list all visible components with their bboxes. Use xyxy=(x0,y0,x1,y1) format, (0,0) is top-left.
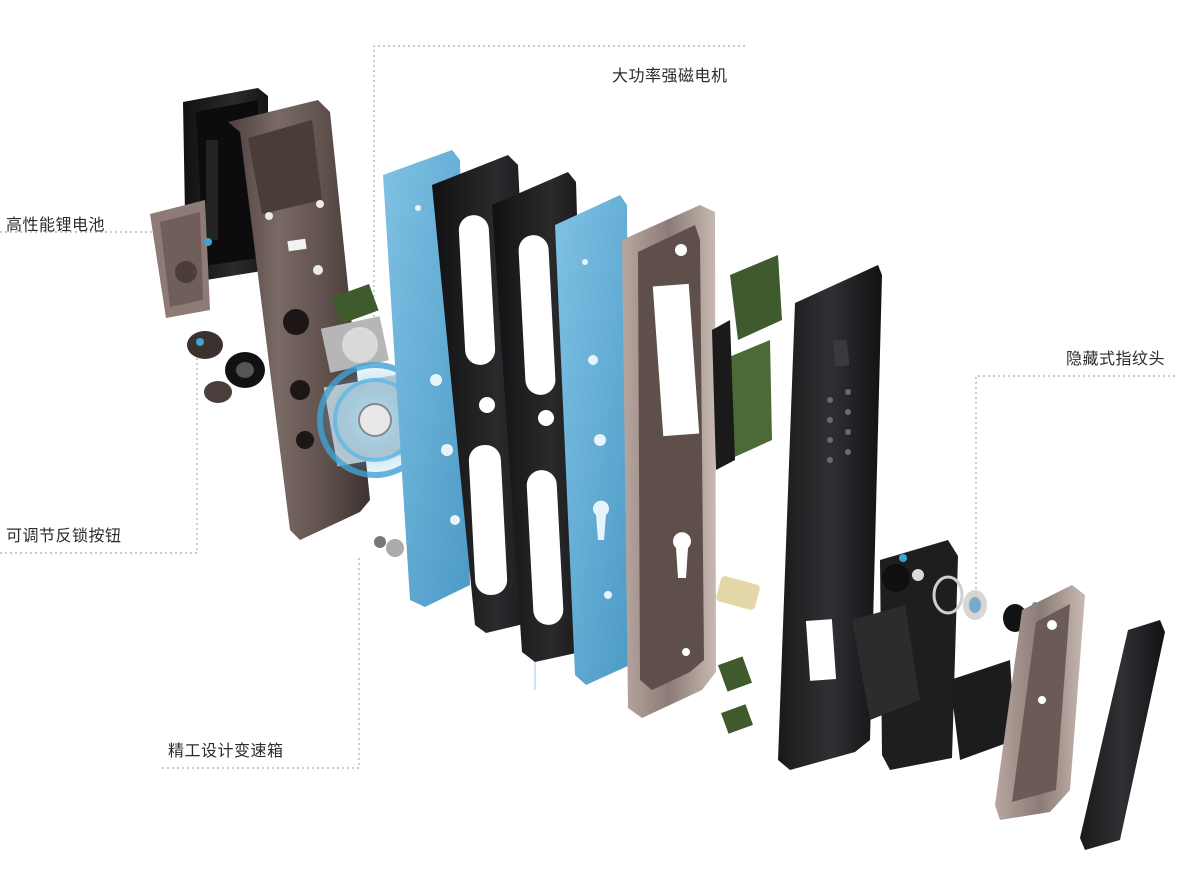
label-motor: 大功率强磁电机 xyxy=(612,66,728,85)
rear-bracket xyxy=(150,200,210,318)
fingerprint-assembly xyxy=(852,540,1038,770)
front-frame xyxy=(622,205,716,718)
outer-handle-panel xyxy=(1080,620,1165,850)
label-fingerprint-sensor: 隐藏式指纹头 xyxy=(1066,349,1166,368)
dot-icon xyxy=(899,554,907,562)
label-adjustable-lock-button: 可调节反锁按钮 xyxy=(6,526,122,545)
front-panel xyxy=(778,265,882,770)
knob-parts xyxy=(187,238,265,403)
label-battery: 高性能锂电池 xyxy=(6,215,106,234)
dot-icon xyxy=(196,338,204,346)
blue-gasket-2 xyxy=(555,195,630,685)
leader-motor xyxy=(373,45,745,320)
pcb-boards xyxy=(712,255,782,734)
front-handle-cover xyxy=(995,585,1085,820)
leader-fingerprint xyxy=(975,375,1175,590)
label-gearbox: 精工设计变速箱 xyxy=(168,741,284,760)
leader-gearbox xyxy=(162,555,360,769)
leader-button xyxy=(0,345,198,554)
dot-icon xyxy=(204,238,212,246)
